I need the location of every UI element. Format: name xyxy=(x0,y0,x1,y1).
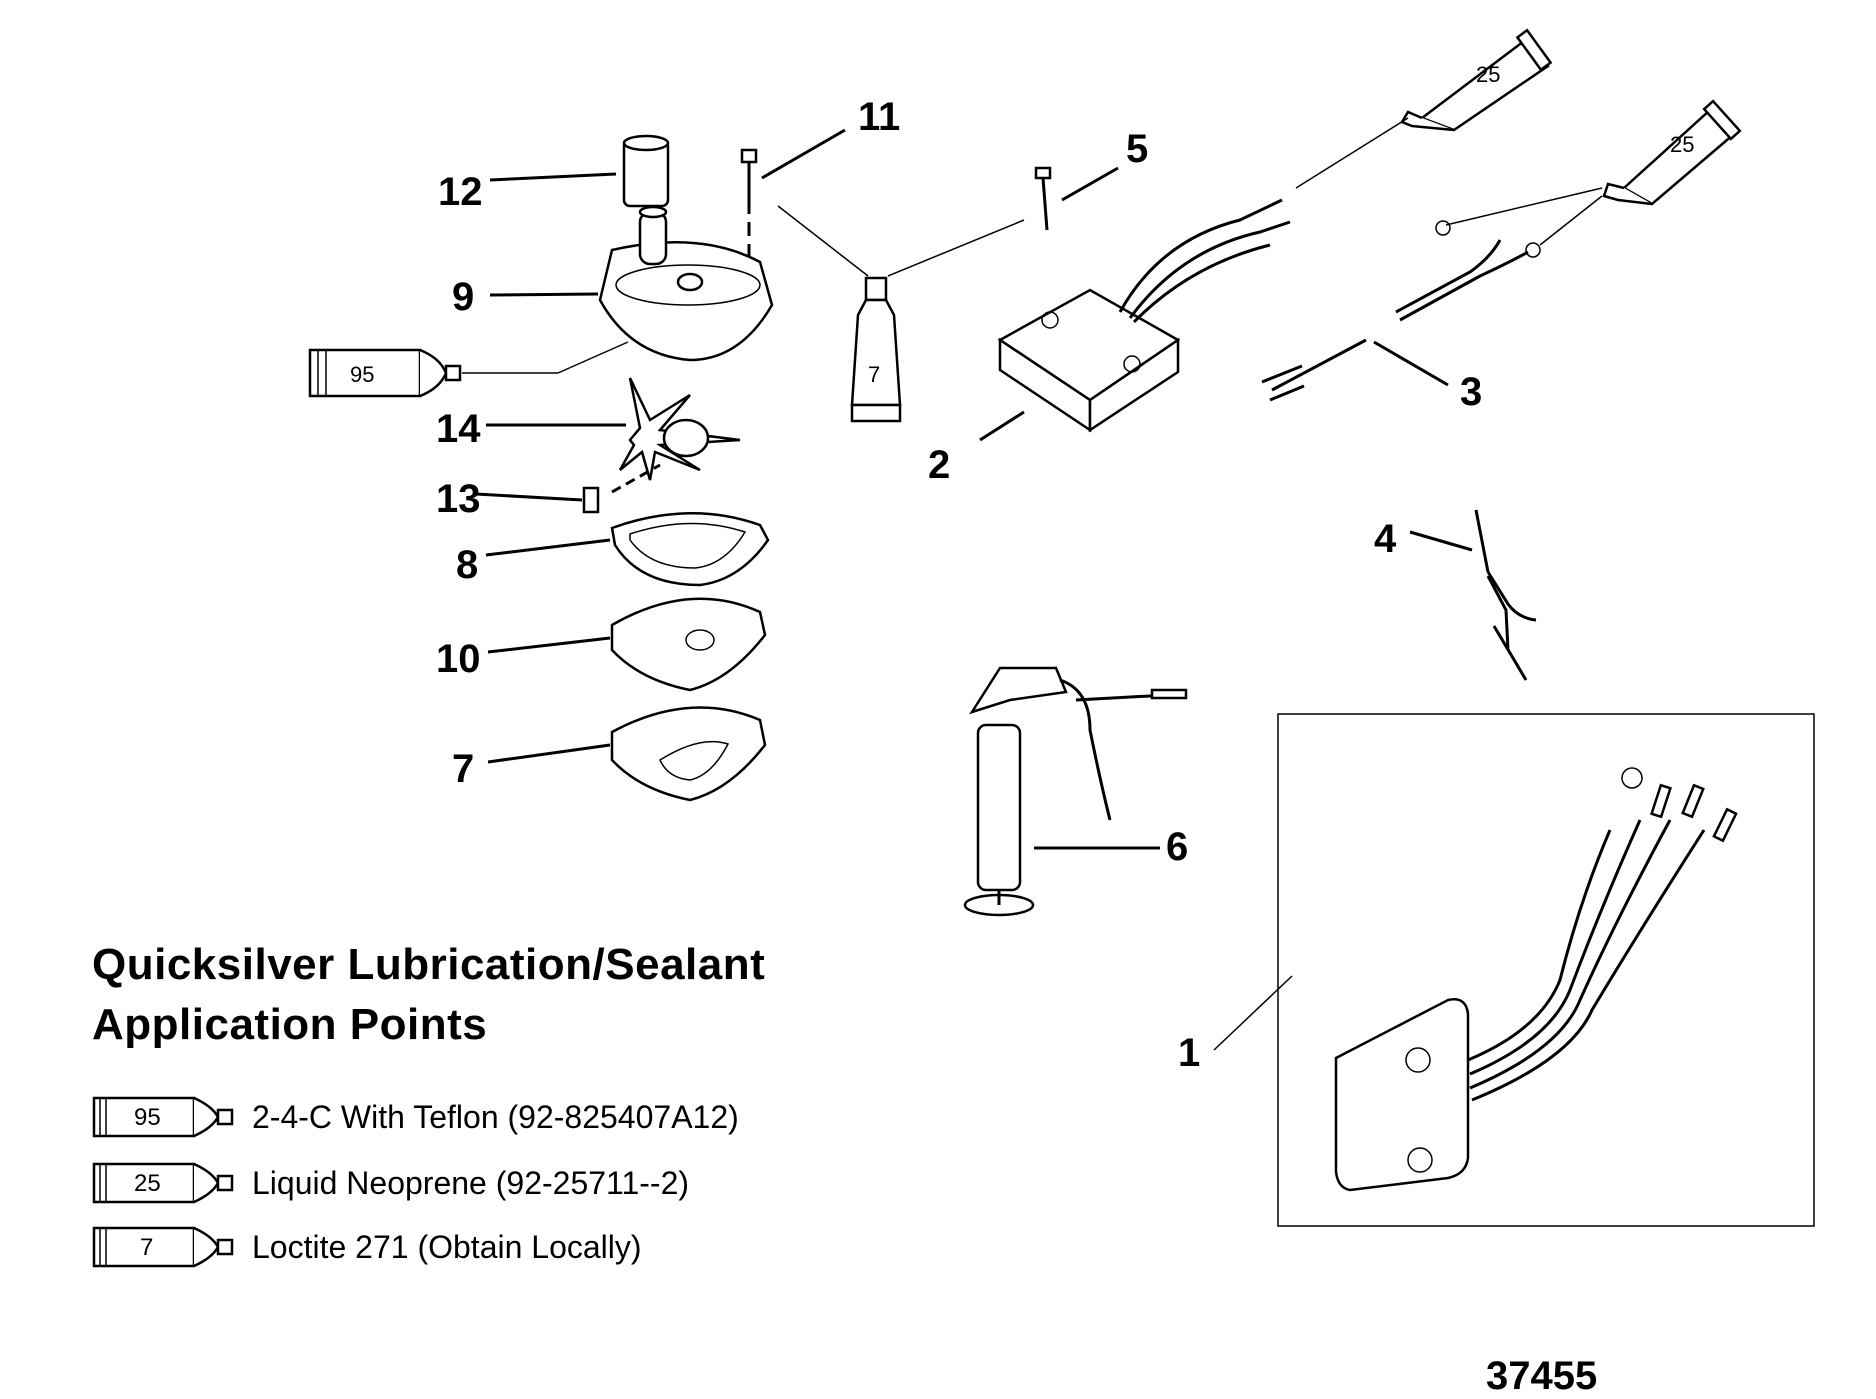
leader-9 xyxy=(489,292,599,297)
leader-tube-7-to-5 xyxy=(887,219,1025,277)
legend-tube-num-95: 95 xyxy=(134,1104,161,1131)
part-7-gasket xyxy=(610,706,767,802)
part-5-screw xyxy=(1034,166,1052,231)
leader-7 xyxy=(487,743,611,764)
part-13-key xyxy=(582,486,600,514)
legend-item-95: 95 2-4-C With Teflon (92-825407A12) xyxy=(92,1092,739,1142)
leader-12 xyxy=(489,172,617,182)
figure-number: 37455 xyxy=(1486,1354,1598,1398)
callout-4: 4 xyxy=(1374,517,1397,561)
callout-14: 14 xyxy=(436,407,481,451)
part-3-wire-leads xyxy=(1261,220,1541,402)
legend-heading-line-2: Application Points xyxy=(92,1000,488,1049)
sealant-tube-7: 7 xyxy=(850,276,902,423)
leader-4 xyxy=(1409,530,1473,552)
leader-13 xyxy=(475,492,583,502)
callout-1: 1 xyxy=(1178,1031,1200,1075)
leader-10 xyxy=(487,636,611,654)
part-14-impeller xyxy=(618,377,741,481)
callout-2: 2 xyxy=(928,443,950,487)
leader-1 xyxy=(1213,975,1293,1051)
part-1-rectifier-assembly xyxy=(1334,767,1738,1192)
leader-5 xyxy=(1061,166,1119,202)
sealant-tube-25-lower: 25 xyxy=(1602,99,1742,206)
leader-tube-25-upper xyxy=(1295,117,1409,189)
callout-13: 13 xyxy=(436,477,481,521)
leader-3 xyxy=(1373,340,1449,387)
callout-10: 10 xyxy=(436,637,481,681)
callout-9: 9 xyxy=(452,275,474,319)
leader-2 xyxy=(979,410,1025,442)
sealant-tube-25-upper: 25 xyxy=(1400,28,1553,132)
tube-25-lower-label: 25 xyxy=(1670,132,1694,157)
legend-item-25: 25 Liquid Neoprene (92-25711--2) xyxy=(92,1158,689,1208)
legend-tube-num-7: 7 xyxy=(140,1234,153,1261)
callout-11: 11 xyxy=(858,95,900,139)
leader-tube-7-to-11 xyxy=(777,205,869,277)
legend-item-7: 7 Loctite 271 (Obtain Locally) xyxy=(92,1222,642,1272)
part-2-rectifier xyxy=(997,198,1291,433)
legend-text-95: 2-4-C With Teflon (92-825407A12) xyxy=(252,1098,739,1135)
legend-tube-icon-25: 25 xyxy=(92,1160,242,1206)
part-1-inset-frame xyxy=(1277,713,1815,1227)
callout-12: 12 xyxy=(438,170,483,214)
callout-8: 8 xyxy=(456,543,478,587)
part-10-plate xyxy=(610,597,767,692)
part-12-sleeve xyxy=(622,134,670,208)
tube-95-label: 95 xyxy=(350,362,374,387)
tube-7-label: 7 xyxy=(868,362,880,387)
legend-text-25: Liquid Neoprene (92-25711--2) xyxy=(252,1164,690,1201)
leader-tube-25-lower-b xyxy=(1539,195,1603,246)
legend-heading-line-1: Quicksilver Lubrication/Sealant xyxy=(92,940,766,989)
part-9-pump-housing xyxy=(598,205,774,362)
callout-6: 6 xyxy=(1166,825,1188,869)
callout-5: 5 xyxy=(1126,127,1148,171)
callout-3: 3 xyxy=(1460,370,1482,414)
part-6-grease-gun xyxy=(963,666,1188,917)
sealant-tube-95: 95 xyxy=(308,348,462,398)
part-4-jumper-lead xyxy=(1474,509,1537,681)
legend-tube-icon-95: 95 xyxy=(92,1094,242,1140)
callout-7: 7 xyxy=(452,747,474,791)
leader-8 xyxy=(485,538,611,557)
legend-text-7: Loctite 271 (Obtain Locally) xyxy=(252,1228,642,1265)
legend-tube-num-25: 25 xyxy=(134,1170,161,1197)
tube-25-upper-label: 25 xyxy=(1476,62,1500,87)
leader-11 xyxy=(761,128,846,180)
leader-tube-25-lower-a xyxy=(1445,187,1603,226)
part-8-gasket xyxy=(610,511,770,587)
legend-tube-icon-7: 7 xyxy=(92,1224,242,1270)
